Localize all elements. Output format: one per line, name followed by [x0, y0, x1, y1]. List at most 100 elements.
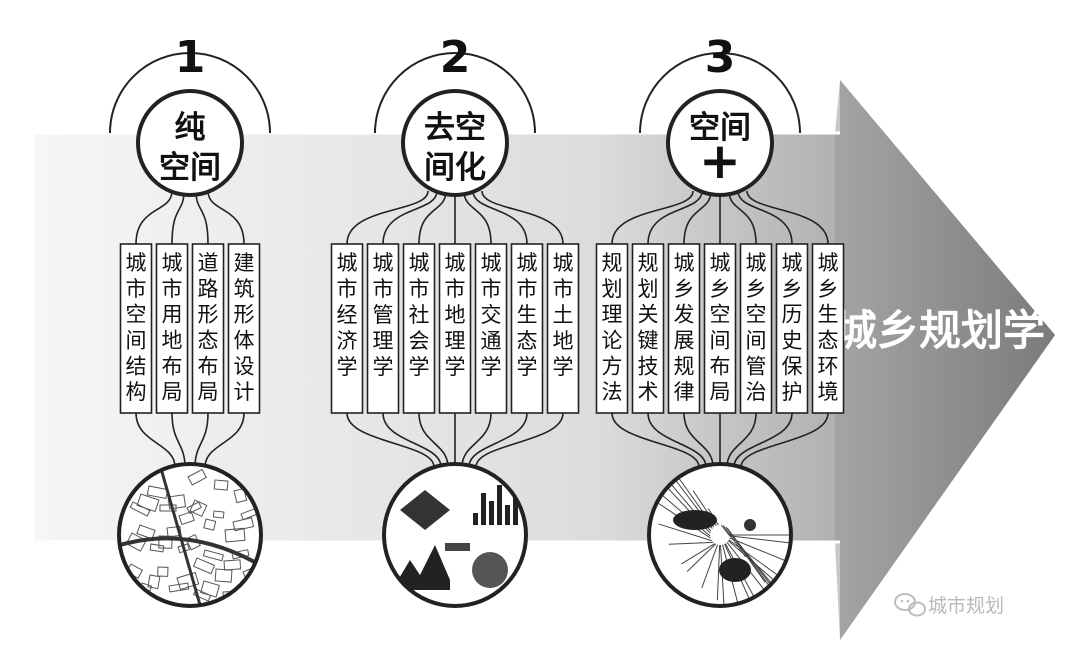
topic-label: 城市经济学 — [337, 251, 358, 379]
regional-network-map — [647, 462, 793, 608]
connector-line — [382, 412, 442, 468]
connector-line — [647, 412, 707, 468]
topic-box-frame — [811, 243, 845, 414]
topic-label: 建筑形体设计 — [234, 251, 255, 404]
stage-3: 3 空间+ 规划理论方法规划关键技术城乡发展规律城乡空间布局城乡空间管治城乡历史保护… — [595, 32, 845, 608]
stage-number: 1 — [175, 32, 206, 83]
topic-box-frame — [510, 243, 544, 414]
stage-title-line: + — [699, 132, 741, 190]
topic-box: 城市空间结构 — [119, 243, 153, 414]
stage-title-line: 纯 — [175, 110, 206, 146]
connectors-bottom — [135, 412, 245, 468]
main-label: 城乡规划学 — [835, 306, 1045, 355]
connector-line — [683, 190, 712, 245]
topic-box-frame — [330, 243, 364, 414]
stage-title-line: 去空 — [424, 110, 486, 146]
connector-line — [171, 412, 186, 468]
connector-line — [346, 190, 429, 245]
topic-box: 城市管理学 — [366, 243, 400, 414]
wechat-icon — [894, 593, 926, 617]
connectors-bottom — [611, 412, 829, 468]
topic-box-frame — [631, 243, 665, 414]
topic-box: 规划关键技术 — [631, 243, 665, 414]
topic-box-frame — [474, 243, 508, 414]
topic-box-frame — [119, 243, 153, 414]
connector-line — [382, 190, 438, 245]
stage-title-line: 空间 — [689, 110, 751, 146]
connector-line — [418, 412, 449, 468]
topic-label: 城乡历史保护 — [782, 251, 803, 404]
stage-arch — [639, 52, 801, 134]
connector-line — [346, 412, 435, 468]
topic-label: 城市社会学 — [409, 251, 430, 379]
connector-line — [468, 412, 528, 468]
arrow-body — [35, 80, 1055, 640]
connector-line — [611, 412, 700, 468]
connector-line — [733, 412, 793, 468]
stage-badge — [666, 89, 774, 197]
topic-box: 城市地理学 — [438, 243, 472, 414]
topic-label: 城乡发展规律 — [674, 251, 695, 404]
connector-line — [463, 190, 492, 245]
connector-line — [737, 190, 793, 245]
topic-box: 规划理论方法 — [595, 243, 629, 414]
topic-box-frame — [775, 243, 809, 414]
topic-label: 城乡空间布局 — [710, 251, 731, 404]
topic-label: 城市交通学 — [481, 251, 502, 379]
topic-label: 城市管理学 — [373, 251, 394, 379]
connector-line — [418, 190, 447, 245]
topic-label: 城市空间结构 — [126, 251, 147, 404]
topic-box: 建筑形体设计 — [227, 243, 261, 414]
topic-box: 城市土地学 — [546, 243, 580, 414]
topic-label: 城市地理学 — [445, 251, 466, 379]
connector-line — [204, 412, 245, 468]
topic-box: 城市交通学 — [474, 243, 508, 414]
topic-box-frame — [667, 243, 701, 414]
arrow-head — [835, 80, 1055, 640]
statistics-charts — [382, 462, 528, 608]
connector-line — [611, 190, 694, 245]
connector-line — [472, 190, 528, 245]
topic-box-frame — [595, 243, 629, 414]
connector-line — [481, 190, 564, 245]
stage-title-line: 间化 — [424, 150, 486, 186]
topic-box: 城乡空间管治 — [739, 243, 773, 414]
topic-label: 城市生态学 — [517, 251, 538, 379]
topic-box: 城市社会学 — [402, 243, 436, 414]
topic-box-frame — [703, 243, 737, 414]
topic-box-frame — [402, 243, 436, 414]
topic-box: 城乡空间布局 — [703, 243, 737, 414]
watermark-text: 城市规划 — [928, 595, 1004, 617]
topic-label: 城市用地布局 — [162, 251, 183, 404]
image-frame — [117, 462, 263, 608]
connectors-bottom — [346, 412, 564, 468]
topic-box: 道路形态布局 — [191, 243, 225, 414]
stage-arch — [109, 52, 271, 134]
topic-box: 城市生态学 — [510, 243, 544, 414]
topic-box: 城市用地布局 — [155, 243, 189, 414]
stage-badge — [401, 89, 509, 197]
topic-box-frame — [739, 243, 773, 414]
city-plan-map — [117, 462, 263, 608]
topic-box-frame — [227, 243, 261, 414]
connector-line — [728, 190, 757, 245]
stage-number: 3 — [705, 32, 736, 83]
topic-box: 城乡历史保护 — [775, 243, 809, 414]
topic-label: 城乡生态环境 — [818, 251, 839, 404]
topic-box-frame — [366, 243, 400, 414]
image-frame — [647, 462, 793, 608]
stage-badge — [136, 89, 244, 197]
connectors-top — [611, 190, 829, 245]
stage-number: 2 — [440, 32, 471, 83]
connector-line — [194, 412, 209, 468]
topic-box: 城乡生态环境 — [811, 243, 845, 414]
connector-line — [740, 412, 829, 468]
connectors-top — [346, 190, 564, 245]
connector-line — [683, 412, 714, 468]
connector-line — [135, 190, 173, 245]
stage-arch — [374, 52, 536, 134]
topic-label: 城市土地学 — [553, 251, 574, 379]
